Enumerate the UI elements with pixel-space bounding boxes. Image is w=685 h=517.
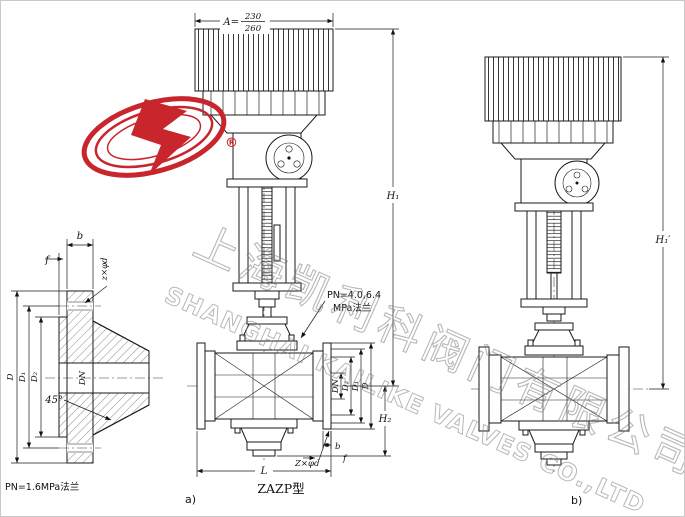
flange-detail-view: DN D D₁ D₂ b f z×φd [5, 231, 163, 493]
caption-pn-mid-2: MPa法兰 [333, 302, 371, 314]
dim-label-A-top: 230 [244, 12, 262, 22]
actuator-housing-a [194, 28, 334, 92]
yoke-top-plate-b [514, 202, 594, 212]
stem-nut-b [542, 306, 566, 315]
dim-H2: H₂ [277, 386, 397, 457]
dim-label-f-a: f [342, 454, 348, 464]
actuator-housing-b [484, 56, 622, 122]
bottom-flange-a [230, 418, 298, 429]
chamfer-note: 45° [44, 395, 112, 421]
dim-label-D2: D₂ [30, 371, 40, 383]
yoke-column-left-b [526, 210, 537, 300]
dim-label-DN-a: DN [331, 378, 341, 394]
bottom-cover-a [240, 427, 288, 443]
caption-model: ZAZP型 [257, 481, 304, 496]
dim-label-45: 45° [44, 395, 63, 406]
hub-bottom-edge [92, 404, 150, 436]
actuator-adapter-b [499, 142, 607, 160]
dim-label-f: f [44, 255, 51, 266]
dim-label-Zxd: Z×φd [294, 459, 320, 469]
gland-flange-b [534, 322, 574, 331]
dim-label-D2-a: D₂ [341, 380, 351, 392]
dim-H1: H₁ [335, 28, 407, 387]
dim-label-H1: H₁ [386, 191, 400, 202]
stem-locknut-a [258, 298, 276, 308]
dim-A: A= 230 260 [194, 6, 334, 34]
flange-diameter-dims: D D₁ D₂ [6, 290, 67, 464]
caption-flange-left: PN=1.6MPa法兰 [5, 481, 79, 493]
dim-label-D1-a: D₁ [351, 381, 361, 392]
travel-indicator-a [273, 224, 281, 262]
pn-note-a: PN=4.0,6.4 MPa法兰 [300, 290, 381, 339]
valve-view-b [471, 56, 649, 475]
dim-H1-prime: H₁′ [623, 56, 677, 390]
flange-thickness-dims: b f [44, 231, 94, 315]
yoke-top-plate-a [226, 178, 308, 188]
hub-top-edge [92, 320, 150, 352]
dim-label-D: D [6, 373, 16, 381]
dim-label-H2: H₂ [378, 414, 392, 425]
valve-view-a [187, 28, 345, 467]
bonnet-flange-b [524, 345, 584, 356]
dim-label-A-bottom: 260 [244, 24, 262, 34]
flange-callouts-a: DN D₂ D₁ D [331, 342, 375, 430]
dim-label-zxd: z×φd [100, 257, 110, 282]
valve-stem-b [546, 210, 562, 274]
dim-label-dn-flange: DN [78, 370, 88, 386]
left-flange-a [196, 342, 206, 430]
flange-raised-face [58, 316, 68, 438]
dim-L: L [196, 431, 332, 477]
logo-emblem [131, 99, 191, 175]
dim-label-b: b [77, 231, 83, 242]
bonnet-b [530, 329, 578, 347]
bolt-callout-a: Z×φd [294, 430, 330, 469]
registered-trademark-icon: ® [225, 136, 238, 151]
flange-bolt-callout: z×φd [84, 257, 110, 304]
dim-label-D1: D₁ [18, 372, 28, 383]
dim-label-L: L [260, 466, 268, 477]
dim-label-D-a: D [361, 382, 371, 390]
actuator-adapter-a [209, 114, 319, 134]
caption-view-b: b) [571, 494, 582, 507]
actuator-base-b [492, 120, 614, 144]
dim-label-H1-prime: H₁′ [655, 235, 672, 246]
brand-logo: ® [81, 96, 238, 178]
yoke-column-right-b [571, 210, 582, 300]
yoke-bottom-plate-b [520, 298, 588, 308]
caption-view-a: a) [185, 493, 196, 506]
dim-label-A-prefix: A= [222, 17, 239, 28]
caption-pn-mid-1: PN=4.0,6.4 [327, 290, 381, 301]
dim-label-b-a: b [335, 442, 340, 452]
bonnet-flange-a [236, 340, 298, 351]
